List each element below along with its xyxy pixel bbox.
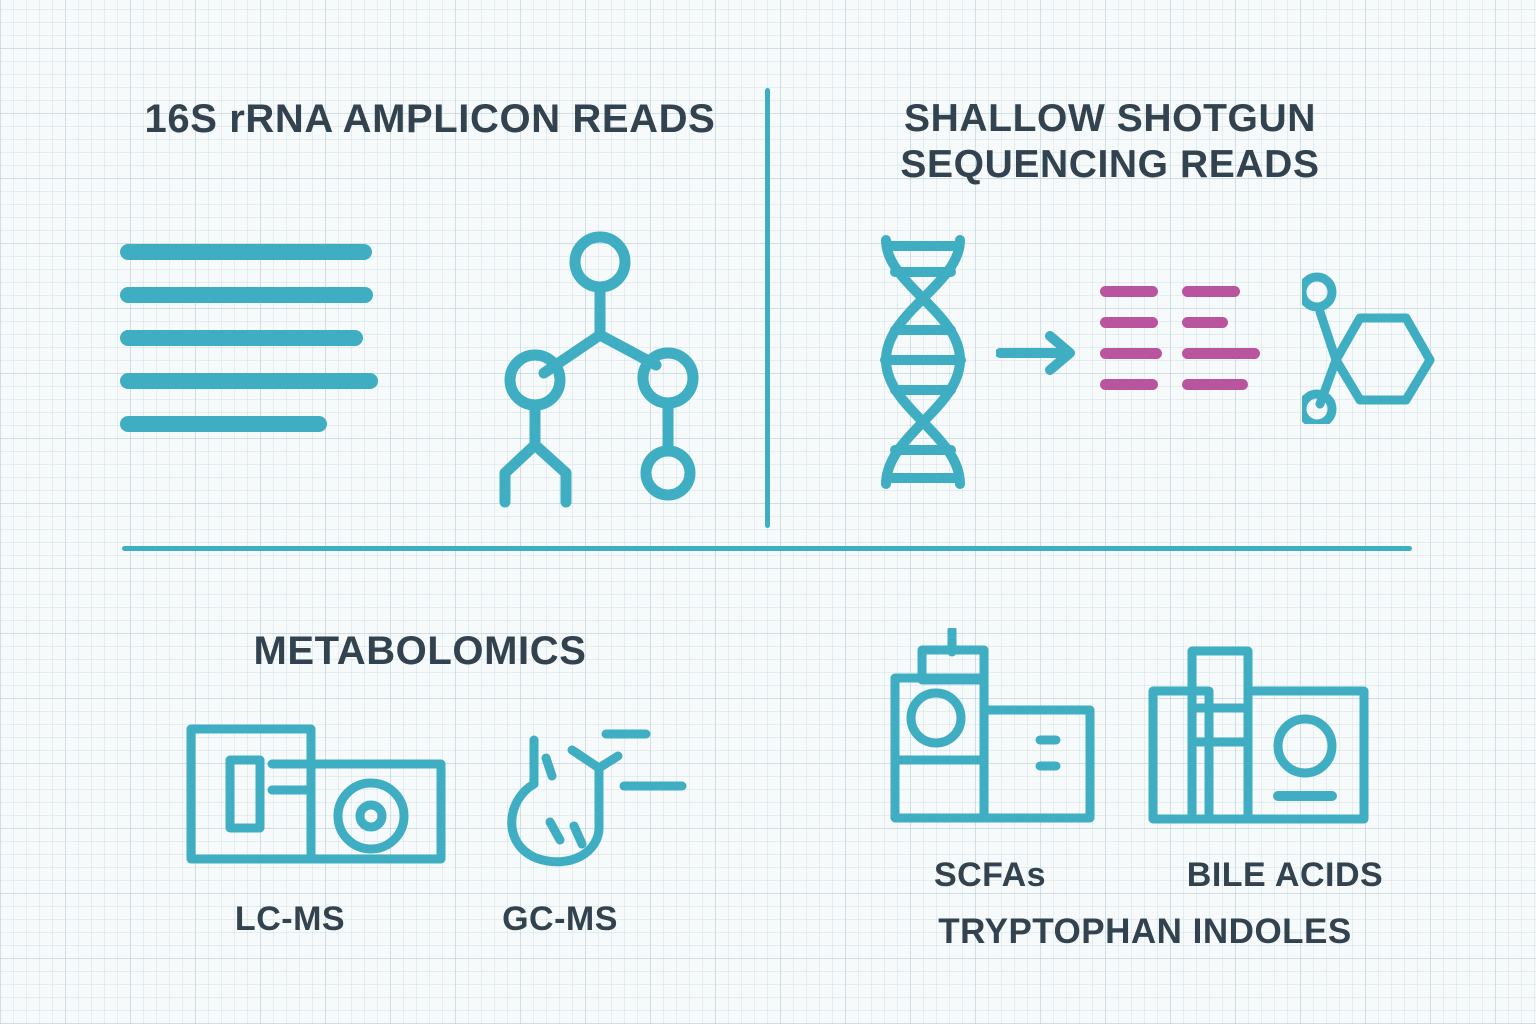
gel-bands-icon <box>1100 286 1280 411</box>
molecule-hexagon-icon <box>1297 272 1444 429</box>
page-title-16s-rrna: 16S rRNA AMPLICON READS <box>144 97 716 141</box>
caption-tryptophan-indoles: TRYPTOPHAN INDOLES <box>938 912 1352 951</box>
dna-helix-icon <box>868 234 978 497</box>
arrow-right-icon <box>995 330 1082 381</box>
page-title-metabolomics: METABOLOMICS <box>253 629 587 673</box>
scfa-instrument-icon <box>890 625 1095 831</box>
gc-ms-flask-icon <box>494 722 689 872</box>
horizontal-divider <box>122 546 1412 551</box>
caption-gc-ms: GC-MS <box>502 900 618 938</box>
page-title-shallow-shotgun: SHALLOW SHOTGUN SEQUENCING READS <box>900 97 1320 187</box>
caption-scfas: SCFAs <box>933 856 1047 894</box>
lc-ms-instrument-icon <box>186 724 446 869</box>
phylogenetic-tree-icon <box>480 230 710 515</box>
caption-bile-acids: BILE ACIDS <box>1186 856 1384 894</box>
vertical-divider <box>765 88 770 528</box>
sequence-reads-icon <box>120 244 400 459</box>
caption-lc-ms: LC-MS <box>234 900 346 938</box>
bile-acids-instrument-icon <box>1148 646 1370 831</box>
